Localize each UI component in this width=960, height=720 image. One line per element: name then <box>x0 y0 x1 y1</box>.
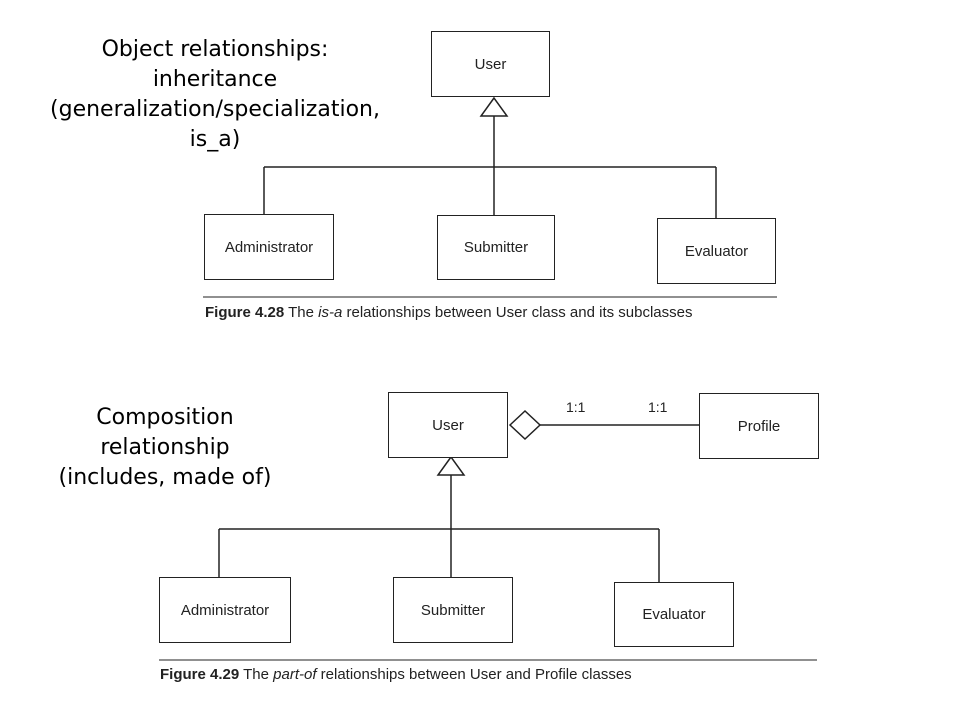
caption-text: The <box>288 304 314 321</box>
composition-heading-line: (includes, made of) <box>58 465 272 490</box>
figure-number: Figure 4.28 <box>205 304 285 321</box>
inheritance-heading-line: inheritance <box>152 67 278 92</box>
inheritance-heading-line: is_a) <box>189 127 241 152</box>
administrator-class-box: Administrator <box>159 577 291 643</box>
inheritance-arrowhead-fig429 <box>436 455 466 476</box>
inheritance-arrowhead-fig428 <box>479 96 509 117</box>
inheritance-heading-line: Object relationships: <box>101 37 329 62</box>
evaluator-class-box: Evaluator <box>614 582 734 647</box>
aggregation-diamond <box>508 409 542 441</box>
user-class-box: User <box>388 392 508 458</box>
composition-heading-line: relationship <box>100 435 230 460</box>
caption-text: relationships between User and Profile c… <box>320 666 632 683</box>
caption-emphasis: part-of <box>273 666 317 683</box>
figure-number: Figure 4.29 <box>160 666 240 683</box>
figure-caption-428: Figure 4.28 The is-a relationships betwe… <box>205 304 693 321</box>
inheritance-heading-line: (generalization/specialization, <box>50 97 380 122</box>
multiplicity-label: 1:1 <box>566 399 586 415</box>
composition-heading-line: Composition <box>96 405 234 430</box>
administrator-class-box: Administrator <box>204 214 334 280</box>
caption-text: The <box>243 666 269 683</box>
composition-heading: Composition relationship (includes, made… <box>30 403 300 493</box>
evaluator-class-box: Evaluator <box>657 218 776 284</box>
caption-text: relationships between User class and its… <box>346 304 693 321</box>
caption-emphasis: is-a <box>318 304 343 321</box>
inheritance-heading: Object relationships: inheritance (gener… <box>0 35 430 155</box>
user-class-box: User <box>431 31 550 97</box>
profile-class-box: Profile <box>699 393 819 459</box>
multiplicity-label: 1:1 <box>648 399 668 415</box>
figure-caption-429: Figure 4.29 The part-of relationships be… <box>160 666 632 683</box>
submitter-class-box: Submitter <box>437 215 555 280</box>
submitter-class-box: Submitter <box>393 577 513 643</box>
